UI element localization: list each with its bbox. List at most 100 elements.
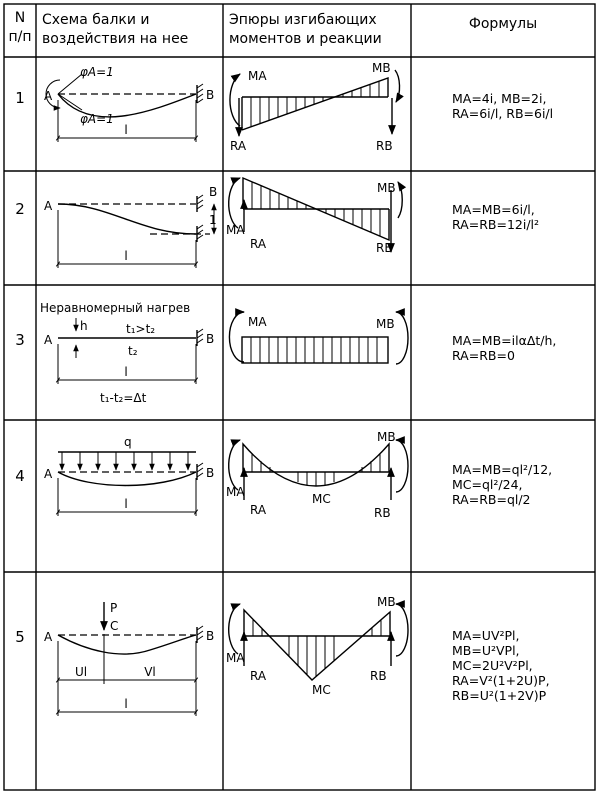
row-2-scheme: 1 A B l xyxy=(44,185,217,268)
row-1-formulas: MA=4i, MB=2i, RA=6i/l, RB=6i/l xyxy=(452,91,553,121)
row-4-rb: RB xyxy=(374,506,391,520)
row-1-fixed-support-b xyxy=(196,83,204,104)
row-3-span: l xyxy=(124,365,127,379)
row-3-formulas: MA=MB=ilαΔt/h, RA=RB=0 xyxy=(452,333,556,363)
row-3-label-a: A xyxy=(44,333,53,347)
row-4-formulas: MA=MB=ql²/12, MC=ql²/24, RA=RB=ql/2 xyxy=(452,462,552,507)
row-2-ma: MA xyxy=(226,223,245,237)
row-2-span: l xyxy=(124,249,127,263)
row-5-label-b: B xyxy=(206,629,214,643)
row-5-label-a: A xyxy=(44,630,53,644)
row-4-scheme: q A B l xyxy=(44,435,214,516)
header-col2-line2: воздействия на нее xyxy=(42,31,188,47)
row-3-h: h xyxy=(80,319,88,333)
row-2-label-b: B xyxy=(209,185,217,199)
row-numbers: 1 2 3 4 5 xyxy=(15,89,25,646)
row-1-ra: RA xyxy=(230,139,247,153)
header-col3-line2: моментов и реакции xyxy=(229,31,382,47)
row-2-deflected-beam xyxy=(57,203,197,235)
row-2-mb: MB xyxy=(377,181,396,195)
row-1-formula-2: RA=6i/l, RB=6i/l xyxy=(452,106,553,121)
row-3-formula-2: RA=RB=0 xyxy=(452,348,515,363)
row-5-formula-5: RB=U²(1+2V)P xyxy=(452,688,547,703)
row-4-label-b: B xyxy=(206,466,214,480)
row-5-hatching xyxy=(252,619,382,677)
row-4-formula-2: MC=ql²/24, xyxy=(452,477,523,492)
row-2-formula-2: RA=RB=12i/l² xyxy=(452,217,539,232)
row-3-label-b: B xyxy=(206,332,214,346)
row-1-label-a: A xyxy=(44,89,53,103)
row-2-number: 2 xyxy=(15,200,25,218)
row-3-hatching xyxy=(250,337,378,363)
row-2-rb: RB xyxy=(376,241,393,255)
row-3-dt: t₁-t₂=Δt xyxy=(100,391,147,405)
row-5-formulas: MA=UV²Pl, MB=U²VPl, MC=2U²V²Pl, RA=V²(1+… xyxy=(452,628,550,703)
row-4-number: 4 xyxy=(15,467,25,485)
row-1-ma: MA xyxy=(248,69,267,83)
row-1-formula-1: MA=4i, MB=2i, xyxy=(452,91,546,106)
row-5-formula-3: MC=2U²V²Pl, xyxy=(452,658,533,673)
row-5-vl: Vl xyxy=(144,665,156,679)
row-4-fixed-support-b xyxy=(196,462,204,480)
row-3-formula-1: MA=MB=ilαΔt/h, xyxy=(452,333,556,348)
row-5-formula-4: RA=V²(1+2U)P, xyxy=(452,673,550,688)
row-5-ul: Ul xyxy=(75,665,87,679)
table-grid xyxy=(3,3,596,791)
row-5-scheme: P C A B Ul Vl l xyxy=(44,601,214,716)
table-header: N п/п Схема балки и воздействия на нее Э… xyxy=(8,10,537,47)
row-4-ra: RA xyxy=(250,503,267,517)
row-1-span: l xyxy=(124,123,127,137)
header-col1-line2: п/п xyxy=(8,29,31,45)
row-4-distributed-load-arrows xyxy=(59,452,191,471)
row-3-scheme: Неравномерный нагрев h t₁>t₂ t₂ A B l t₁… xyxy=(40,301,214,405)
row-4-deflected-beam xyxy=(57,471,197,487)
row-5-moment-diagram: MA MB MC RA RB xyxy=(226,595,409,697)
row-5-mb: MB xyxy=(377,595,396,609)
row-3-number: 3 xyxy=(15,331,25,349)
row-3-ma: MA xyxy=(248,315,267,329)
row-1-number: 1 xyxy=(15,89,25,107)
row-5-ma: MA xyxy=(226,651,245,665)
row-5-deflected-beam xyxy=(57,634,197,655)
row-2-fixed-support-b xyxy=(196,194,204,242)
row-4-span: l xyxy=(124,497,127,511)
header-col3-line1: Эпюры изгибающих xyxy=(229,12,377,28)
row-4-formula-1: MA=MB=ql²/12, xyxy=(452,462,552,477)
row-1-moment-diagram: MA MB RA RB xyxy=(229,61,404,153)
row-2-delta: 1 xyxy=(209,213,217,227)
row-5-rb: RB xyxy=(370,669,387,683)
row-5-formula-1: MA=UV²Pl, xyxy=(452,628,520,643)
row-4-ma: MA xyxy=(226,485,245,499)
header-col4: Формулы xyxy=(469,16,537,32)
row-4-mb: MB xyxy=(377,430,396,444)
row-4-hatching xyxy=(251,453,381,486)
row-3-moment-diagram: MA MB xyxy=(228,308,409,365)
row-1-hatching xyxy=(250,81,380,127)
row-3-mb: MB xyxy=(376,317,395,331)
row-5-span: l xyxy=(124,697,127,711)
row-1-phi-bottom: φA=1 xyxy=(80,112,114,126)
row-1-label-b: B xyxy=(206,88,214,102)
row-1-phi-top: φA=1 xyxy=(80,65,114,79)
row-3-fixed-support-b xyxy=(196,328,204,346)
row-1-mb: MB xyxy=(372,61,391,75)
row-4-q: q xyxy=(124,435,132,449)
row-3-title: Неравномерный нагрев xyxy=(40,301,190,315)
row-5-p: P xyxy=(110,601,117,615)
header-col1-line1: N xyxy=(15,10,25,26)
row-5-fixed-support-b xyxy=(196,625,204,643)
row-2-hatching xyxy=(251,182,381,236)
row-2-formula-1: MA=MB=6i/l, xyxy=(452,202,535,217)
row-5-ra: RA xyxy=(250,669,267,683)
header-col2-line1: Схема балки и xyxy=(42,12,150,28)
row-1-rb: RB xyxy=(376,139,393,153)
row-1-scheme: A B φA=1 φA=1 l xyxy=(44,65,214,142)
row-2-label-a: A xyxy=(44,199,53,213)
row-4-mc: MC xyxy=(312,492,331,506)
row-2-formulas: MA=MB=6i/l, RA=RB=12i/l² xyxy=(452,202,539,232)
row-3-t-top: t₁>t₂ xyxy=(126,322,155,336)
row-4-moment-diagram: MA MB MC RA RB xyxy=(226,430,409,520)
row-5-formula-2: MB=U²VPl, xyxy=(452,643,520,658)
row-4-formula-3: RA=RB=ql/2 xyxy=(452,492,531,507)
